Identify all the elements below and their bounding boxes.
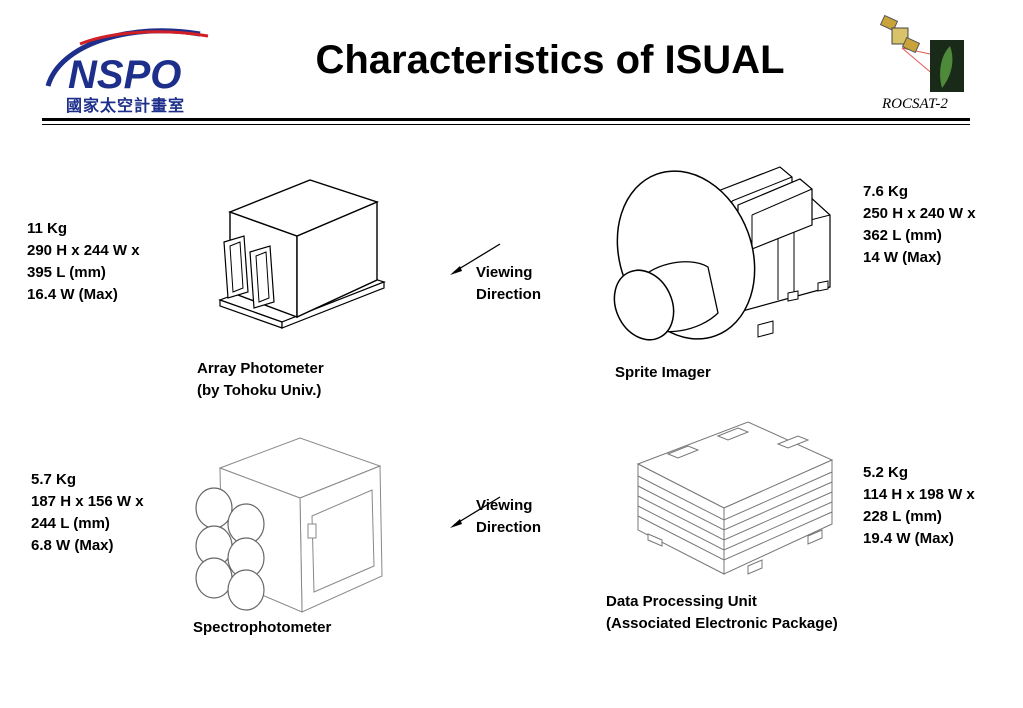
mission-label: ROCSAT-2 (882, 96, 948, 112)
label-line: Data Processing Unit (606, 593, 757, 610)
data-processing-unit-drawing (628, 418, 838, 588)
label-line: Spectrophotometer (193, 619, 332, 636)
spectro-side-panel (311, 489, 375, 593)
dpu-tab (666, 445, 700, 459)
header-divider (42, 118, 970, 121)
page-title: Characteristics of ISUAL (315, 38, 785, 82)
spec-line: 19.4 W (Max) (863, 530, 954, 547)
sprite-imager-label: Sprite Imager (615, 362, 711, 384)
spectro-lens-array (195, 487, 265, 611)
label-line: Direction (476, 519, 542, 536)
spec-line: 114 H x 198 W x (863, 486, 975, 503)
spec-line: 362 L (mm) (863, 227, 942, 244)
island-shape (940, 46, 953, 88)
spec-line: 5.7 Kg (31, 471, 77, 488)
label-line: (by Tohoku Univ.) (197, 382, 322, 399)
logo-subtext: 國家太空計畫室 (66, 96, 186, 115)
dpu-tab (776, 435, 810, 449)
label-line: Sprite Imager (615, 364, 711, 381)
spec-line: 250 H x 240 W x (863, 205, 976, 222)
array-photometer-drawing (212, 152, 392, 337)
spec-line: 7.6 Kg (863, 183, 909, 200)
viewing-direction-label-bottom: Viewing Direction (476, 495, 541, 539)
data-processing-unit-specs: 5.2 Kg 114 H x 198 W x 228 L (mm) 19.4 W… (863, 462, 975, 550)
spec-line: 187 H x 156 W x (31, 493, 144, 510)
spec-line: 290 H x 244 W x (27, 242, 140, 259)
spec-line: 6.8 W (Max) (31, 537, 114, 554)
dpu-tab (716, 427, 750, 441)
label-line: Viewing (476, 497, 533, 514)
sprite-imager-drawing (608, 155, 838, 355)
nspo-logo: NSPO (40, 24, 220, 96)
viewing-direction-label-top: Viewing Direction (476, 262, 541, 306)
dpu-side-face (723, 459, 833, 575)
sprite-imager-specs: 7.6 Kg 250 H x 240 W x 362 L (mm) 14 W (… (863, 181, 976, 269)
dpu-layer-lines (637, 471, 833, 561)
spec-line: 395 L (mm) (27, 264, 106, 281)
viewing-direction-arrow-top (446, 240, 506, 280)
spec-line: 16.4 W (Max) (27, 286, 118, 303)
photometer-port-left (223, 235, 249, 299)
dpu-foot (747, 559, 763, 575)
header-divider-thin (42, 124, 970, 125)
spec-line: 228 L (mm) (863, 508, 942, 525)
viewing-direction-arrow-bottom (446, 493, 506, 533)
data-processing-unit-label: Data Processing Unit (Associated Electro… (606, 591, 838, 635)
spectrophotometer-specs: 5.7 Kg 187 H x 156 W x 244 L (mm) 6.8 W … (31, 469, 144, 557)
spec-line: 11 Kg (27, 220, 68, 237)
spec-line: 244 L (mm) (31, 515, 110, 532)
imager-lens (613, 261, 719, 341)
spec-line: 5.2 Kg (863, 464, 909, 481)
spectrophotometer-drawing (190, 428, 390, 618)
logo-text: NSPO (68, 53, 181, 96)
array-photometer-label: Array Photometer (by Tohoku Univ.) (197, 358, 324, 402)
satellite-illustration (878, 12, 968, 97)
label-line: Array Photometer (197, 360, 324, 377)
spectro-connector (307, 523, 317, 539)
array-photometer-specs: 11 Kg 290 H x 244 W x 395 L (mm) 16.4 W … (27, 218, 140, 306)
dpu-foot (807, 529, 823, 545)
photometer-port-right (249, 245, 275, 309)
label-line: (Associated Electronic Package) (606, 615, 838, 632)
spec-line: 14 W (Max) (863, 249, 942, 266)
label-line: Viewing (476, 264, 533, 281)
spectrophotometer-label: Spectrophotometer (193, 617, 331, 639)
dpu-foot (647, 533, 663, 547)
satellite-icon (879, 14, 921, 54)
label-line: Direction (476, 286, 542, 303)
